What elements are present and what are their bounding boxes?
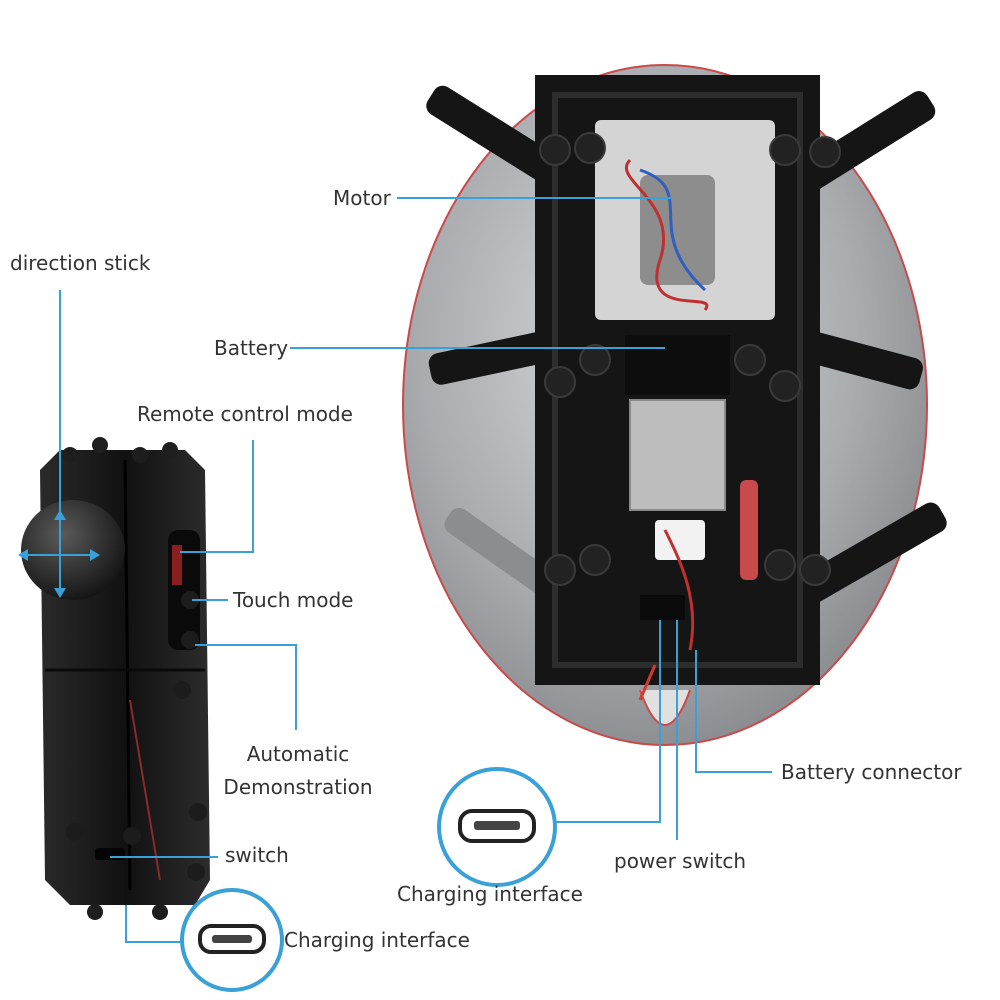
label-power-switch: power switch: [614, 849, 747, 873]
label-charging-interface-robot: Charging interface: [397, 882, 583, 906]
leader-lines: [59, 197, 772, 943]
leader-line-charging-robot: [555, 620, 661, 823]
label-touch-mode: Touch mode: [233, 588, 354, 612]
usb-port-icon-remote: [180, 888, 284, 992]
label-automatic: Automatic: [246, 742, 350, 766]
label-charging-interface-remote: Charging interface: [284, 928, 470, 952]
label-battery: Battery: [214, 336, 289, 360]
robot-frame: [535, 75, 820, 701]
usb-port-icon-robot: [437, 767, 557, 887]
label-remote-control-mode: Remote control mode: [137, 402, 353, 426]
battery-pack: [630, 400, 725, 510]
label-battery-connector: Battery connector: [781, 760, 962, 784]
label-motor: Motor: [333, 186, 391, 210]
motor-body: [640, 175, 715, 285]
label-demonstration: Demonstration: [223, 775, 373, 799]
leader-line-battery-connector: [695, 650, 772, 773]
label-direction-stick: direction stick: [10, 251, 151, 275]
joystick-knob: [21, 500, 125, 600]
leader-line-charging-remote: [125, 905, 182, 943]
leader-line-remote-control-mode: [180, 440, 254, 553]
remote-controller: [21, 437, 210, 920]
label-switch: switch: [225, 843, 289, 867]
leader-line-automatic-demonstration: [195, 644, 297, 730]
robot-joints: [539, 132, 841, 586]
